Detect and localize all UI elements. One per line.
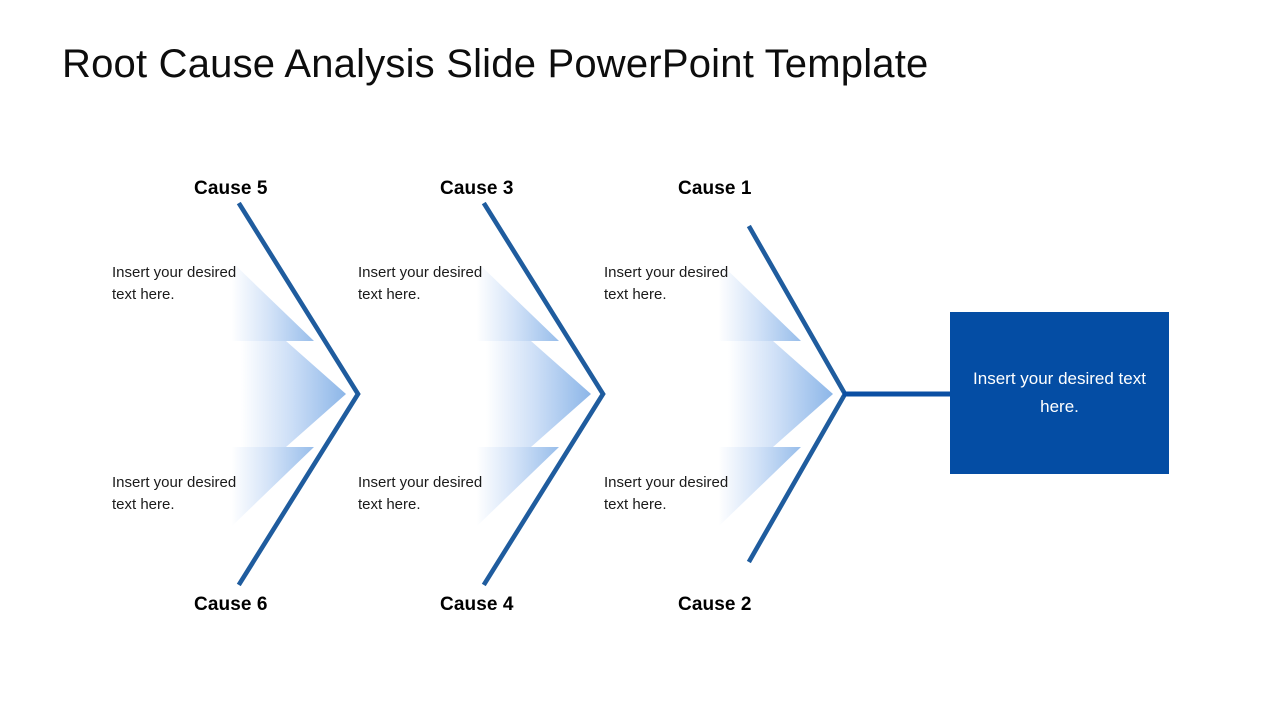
- cause-group-right: Cause 1 Insert your desired text here. I…: [0, 0, 751, 720]
- cause-group-left-graphics: [188, 201, 361, 587]
- cause-group-middle-graphics: [433, 201, 606, 587]
- v-outline-left: [236, 201, 361, 587]
- cause-text-bottom-left[interactable]: Insert your desired text here.: [112, 474, 237, 513]
- cause-label-top-left[interactable]: Cause 5: [194, 178, 268, 199]
- cause-text-top-right[interactable]: Insert your desired text here.: [604, 264, 729, 303]
- cause-label-bottom-left[interactable]: Cause 6: [194, 594, 268, 615]
- v-outline-middle: [481, 201, 606, 587]
- chevron-wing-lower-left: [196, 447, 314, 526]
- chevron-wing-upper-left: [196, 262, 314, 341]
- cause-label-top-right[interactable]: Cause 1: [678, 178, 752, 199]
- cause-text-top-middle[interactable]: Insert your desired text here.: [358, 264, 483, 303]
- chevron-arrow-right: [683, 341, 833, 447]
- effect-box[interactable]: Insert your desired text here.: [950, 312, 1169, 474]
- cause-text-bottom-middle[interactable]: Insert your desired text here.: [358, 474, 483, 513]
- chevron-arrow-left: [196, 341, 346, 447]
- chevron-wing-upper-right: [683, 262, 801, 341]
- cause-text-top-left[interactable]: Insert your desired text here.: [112, 264, 237, 303]
- chevron-wing-lower-right: [683, 447, 801, 526]
- chevron-wing-upper-middle: [441, 262, 559, 341]
- chevron-arrow-middle: [441, 341, 591, 447]
- cause-label-bottom-right[interactable]: Cause 2: [678, 594, 752, 615]
- page-title: Root Cause Analysis Slide PowerPoint Tem…: [62, 42, 929, 86]
- effect-box-text: Insert your desired text here.: [973, 369, 1146, 416]
- cause-label-bottom-middle[interactable]: Cause 4: [440, 594, 514, 615]
- chevron-wing-lower-middle: [441, 447, 559, 526]
- cause-group-left: Cause 5 Insert your desired text here. I…: [0, 0, 267, 720]
- cause-text-bottom-right[interactable]: Insert your desired text here.: [604, 474, 729, 513]
- cause-group-middle: Cause 3 Insert your desired text here. I…: [0, 0, 513, 720]
- cause-label-top-middle[interactable]: Cause 3: [440, 178, 514, 199]
